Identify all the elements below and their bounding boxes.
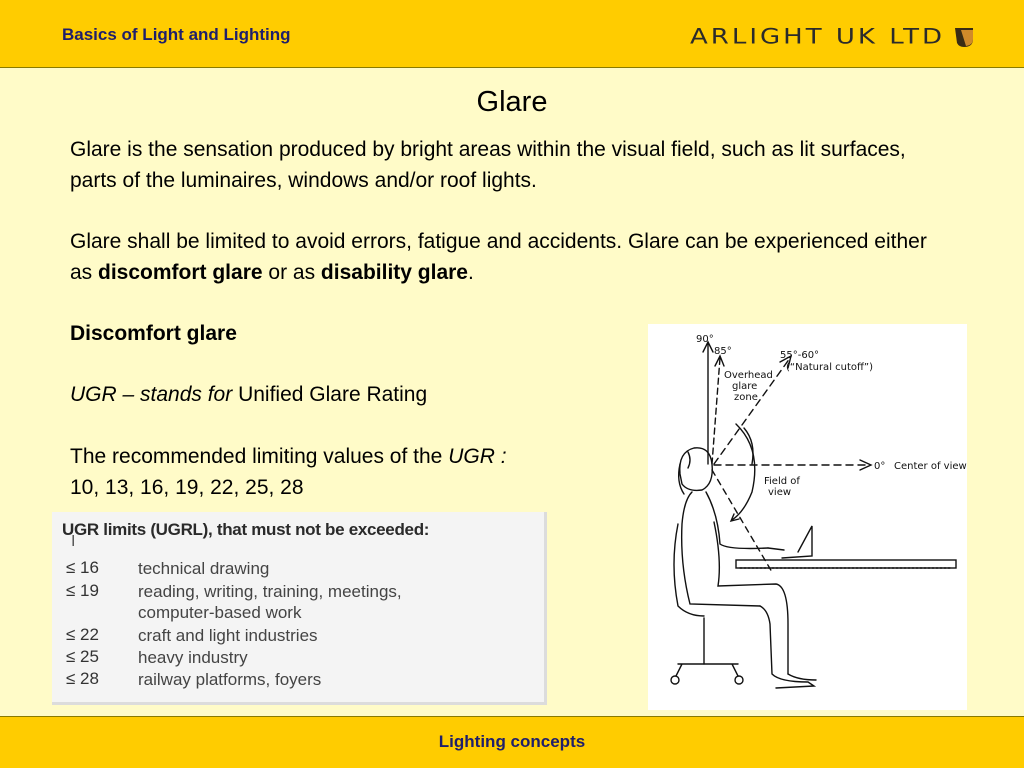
rec-text: The recommended limiting values of the xyxy=(70,445,449,468)
footer-text: Lighting concepts xyxy=(438,732,586,751)
header-bar: Basics of Light and Lighting ARLIGHT UK … xyxy=(0,0,1024,68)
line-downward xyxy=(711,469,773,573)
para-text: or as xyxy=(262,261,321,284)
para-text: . xyxy=(467,261,474,284)
label-field-of: Field of xyxy=(764,476,800,487)
label-center-of-view: Center of view xyxy=(894,461,967,472)
logo-mark-icon xyxy=(955,28,974,47)
ugr-limit: ≤ 25 xyxy=(66,647,99,666)
arrow-85 xyxy=(714,354,725,367)
discomfort-glare-term: discomfort glare xyxy=(98,261,263,284)
ugr-limit: ≤ 19 xyxy=(66,581,99,600)
label-glare: glare xyxy=(732,381,757,392)
label-overhead: Overhead xyxy=(724,370,773,381)
table-row: ≤ 28 railway platforms, foyers xyxy=(66,669,321,691)
leg xyxy=(713,521,789,675)
ugr-desc: technical drawing xyxy=(138,559,270,578)
slide-title: Glare xyxy=(476,86,548,118)
chair-back xyxy=(673,523,705,617)
deck-title: Basics of Light and Lighting xyxy=(62,25,291,44)
label-view: view xyxy=(768,487,791,498)
chair-wheel xyxy=(670,675,680,685)
chair-base xyxy=(675,663,739,677)
arrow-arc xyxy=(729,513,740,523)
back xyxy=(681,491,761,607)
discomfort-glare-heading: Discomfort glare xyxy=(70,322,237,345)
label-natural-cutoff: (“Natural cutoff”) xyxy=(786,362,873,373)
footer-bar: Lighting concepts xyxy=(0,716,1024,768)
para-text: Glare shall be limited to avoid errors, … xyxy=(70,230,927,284)
ugr-definition: UGR – stands for Unified Glare Rating xyxy=(70,379,427,410)
rec-values: 10, 13, 16, 19, 22, 25, 28 xyxy=(70,476,304,499)
hair-strand xyxy=(687,451,691,469)
disability-glare-term: disability glare xyxy=(320,261,468,284)
arc-upper xyxy=(743,427,754,465)
label-zone: zone xyxy=(734,392,758,403)
glare-limit-paragraph: Glare shall be limited to avoid errors, … xyxy=(70,226,950,288)
label-85: 85° xyxy=(714,346,732,357)
table-row: ≤ 22 craft and light industries xyxy=(66,625,318,647)
ugr-limit: ≤ 22 xyxy=(66,625,99,644)
glare-zone-figure: 90° 85° 55°-60° (“Natural cutoff”) Overh… xyxy=(648,324,967,710)
ugr-abbr: UGR xyxy=(70,383,117,406)
ugr-stands-for: – stands for xyxy=(116,383,239,406)
line-55-60 xyxy=(713,357,791,465)
arm xyxy=(705,491,769,550)
head xyxy=(679,447,713,492)
ugr-limit: ≤ 28 xyxy=(66,669,99,688)
ugr-limit: ≤ 16 xyxy=(66,558,99,577)
ugr-desc: railway platforms, foyers xyxy=(138,670,322,689)
arrow-55-60 xyxy=(779,354,793,369)
line-85 xyxy=(711,357,721,465)
hair xyxy=(677,463,685,495)
foot xyxy=(787,673,817,681)
logo-text: ARLIGHT UK LTD xyxy=(690,24,946,50)
label-90: 90° xyxy=(696,334,714,345)
label-55-60: 55°-60° xyxy=(780,350,819,361)
ugr-desc: craft and light industries xyxy=(138,626,318,645)
arc-field xyxy=(731,423,756,521)
table-row: ≤ 16 technical drawing xyxy=(66,558,269,580)
table-row: ≤ 25 heavy industry xyxy=(66,647,248,669)
hand xyxy=(767,547,785,551)
glare-definition: Glare is the sensation produced by brigh… xyxy=(70,138,906,192)
label-0: 0° xyxy=(874,461,885,472)
lower-leg xyxy=(759,605,817,689)
text-cursor-icon: I xyxy=(71,533,76,550)
ugr-limits-table: UGR limits (UGRL), that must not be exce… xyxy=(52,512,547,705)
ugr-desc: heavy industry xyxy=(138,648,248,667)
table-row: computer-based work xyxy=(66,602,301,624)
ugr-desc: computer-based work xyxy=(138,603,302,622)
laptop xyxy=(781,525,813,559)
ugr-full-name: Unified Glare Rating xyxy=(238,383,428,406)
recommended-values: The recommended limiting values of the U… xyxy=(70,441,640,503)
ugr-desc: reading, writing, training, meetings, xyxy=(138,582,402,601)
company-logo: ARLIGHT UK LTD xyxy=(690,22,975,52)
ugr-limit xyxy=(66,602,138,624)
table-row: ≤ 19 reading, writing, training, meeting… xyxy=(66,581,402,603)
seated-person-sketch: 90° 85° 55°-60° (“Natural cutoff”) Overh… xyxy=(670,334,967,689)
arrow-center xyxy=(859,459,873,471)
rec-ugr: UGR : xyxy=(448,445,507,468)
ugr-table-heading: UGR limits (UGRL), that must not be exce… xyxy=(62,520,430,539)
arrow-90 xyxy=(702,340,714,353)
chair-wheel xyxy=(734,675,744,685)
